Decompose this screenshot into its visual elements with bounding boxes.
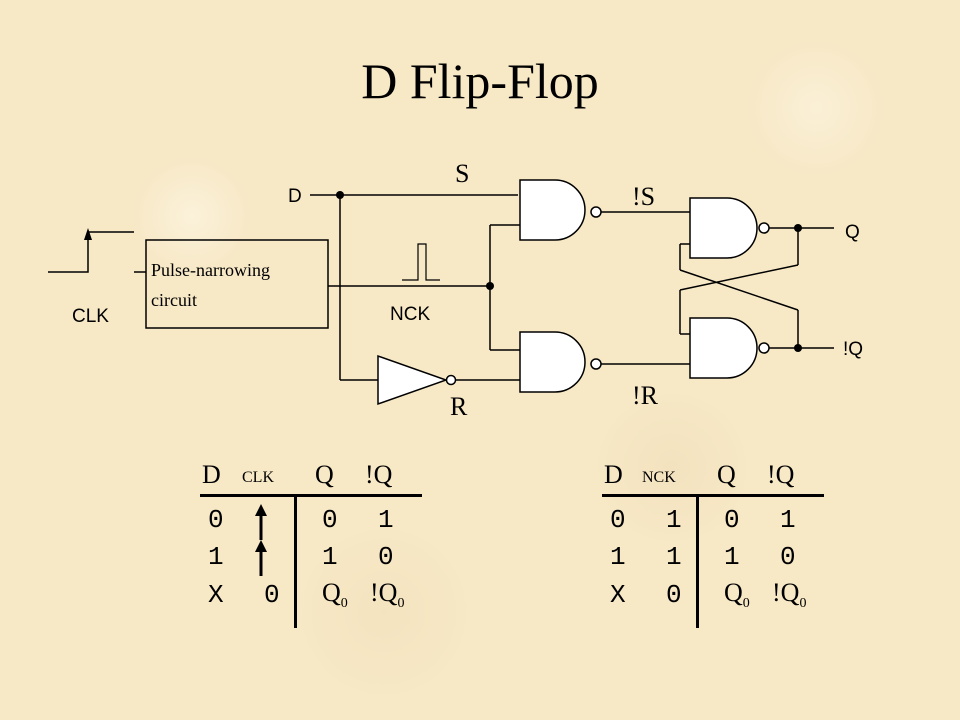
- cell-not-q: 0: [780, 542, 796, 572]
- cell-q: 1: [322, 542, 338, 572]
- label-s: S: [455, 159, 469, 188]
- cell-not-q: !Q0: [772, 578, 807, 612]
- nand3-bubble: [758, 222, 770, 234]
- label-not-r: !R: [632, 381, 659, 410]
- label-r: R: [450, 392, 468, 421]
- cell-d: 1: [610, 542, 626, 572]
- header-rule: [200, 494, 422, 497]
- up-arrow-icon: [255, 540, 267, 576]
- junction-dot-nck: [486, 282, 494, 290]
- cell-not-q: !Q0: [370, 578, 405, 612]
- inverter-gate: [377, 354, 449, 406]
- cell-d: 0: [610, 505, 626, 535]
- clk-waveform: [48, 231, 134, 273]
- page-title: D Flip-Flop: [361, 53, 599, 109]
- cell-not-q: 1: [780, 505, 796, 535]
- label-nck: NCK: [390, 304, 430, 325]
- box-label-line1: Pulse-narrowing: [151, 260, 270, 280]
- header-nck: NCK: [642, 469, 676, 486]
- cell-nck: 0: [666, 580, 682, 610]
- junction-dot-d: [336, 191, 344, 199]
- cell-not-q: 0: [378, 542, 394, 572]
- cell-q: 0: [724, 505, 740, 535]
- nq-feedback-across: [679, 269, 799, 311]
- label-q: Q: [845, 222, 860, 243]
- truth-table-nck: D NCK Q !Q 0 1 0 1 1 1 1 0 X 0 Q0 !Q0: [602, 460, 832, 630]
- column-divider: [696, 494, 699, 628]
- header-clk: CLK: [242, 469, 274, 486]
- pulse-narrowing-box: [145, 239, 329, 329]
- cell-q: 1: [724, 542, 740, 572]
- cell-nck: 1: [666, 505, 682, 535]
- header-not-q: !Q: [365, 460, 393, 489]
- nand-gate-2: [519, 331, 586, 393]
- header-q: Q: [717, 460, 736, 489]
- cell-d: X: [208, 580, 224, 610]
- label-not-q: !Q: [843, 339, 863, 360]
- truth-table-clk: D CLK Q !Q 0 0 1 1 1 0 X 0 Q0 !Q0: [200, 460, 430, 630]
- header-q: Q: [315, 460, 334, 489]
- clk-arrow-icon: [84, 228, 92, 240]
- nand-gate-3: [689, 197, 758, 259]
- cell-not-q: 1: [378, 505, 394, 535]
- junction-dot-q: [794, 224, 802, 232]
- header-not-q: !Q: [767, 460, 795, 489]
- cell-q: Q0: [322, 578, 348, 612]
- cell-q: 0: [322, 505, 338, 535]
- nck-pulse-icon: [402, 243, 440, 281]
- header-d: D: [202, 460, 221, 489]
- cell-nck: 1: [666, 542, 682, 572]
- nand1-bubble: [590, 206, 602, 218]
- nand2-bubble: [590, 358, 602, 370]
- label-clk: CLK: [72, 306, 109, 327]
- header-rule: [602, 494, 824, 497]
- junction-dot-nq: [794, 344, 802, 352]
- cell-q: Q0: [724, 578, 750, 612]
- box-label-line2: circuit: [151, 290, 197, 310]
- column-divider: [294, 494, 297, 628]
- cell-d: 1: [208, 542, 224, 572]
- cell-d: X: [610, 580, 626, 610]
- cell-d: 0: [208, 505, 224, 535]
- inverter-bubble: [445, 374, 457, 386]
- q-feedback-across: [679, 264, 799, 291]
- nand4-bubble: [758, 342, 770, 354]
- label-not-s: !S: [632, 182, 655, 211]
- header-d: D: [604, 460, 623, 489]
- nand-gate-1: [519, 179, 586, 241]
- cell-clk: 0: [264, 580, 280, 610]
- nand-gate-4: [689, 317, 758, 379]
- label-d: D: [288, 186, 302, 207]
- up-arrow-icon: [255, 504, 267, 540]
